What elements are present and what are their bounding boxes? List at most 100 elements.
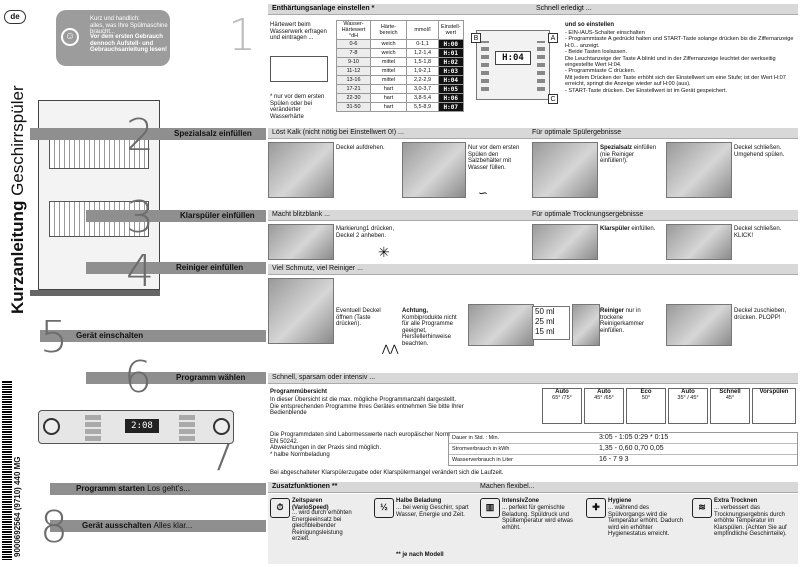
step-number-2: 2 bbox=[126, 110, 154, 161]
cell: hart bbox=[370, 84, 407, 94]
dishwasher-door bbox=[30, 290, 160, 296]
prog-temp: 65° /75° bbox=[552, 395, 572, 401]
cell: 13-16 bbox=[336, 75, 371, 85]
data-row-value: 3:05 - 1:05 0:29 * 0:15 bbox=[599, 434, 669, 441]
step-label-7: Programm starten Los geht's... bbox=[76, 484, 190, 493]
zf-item-text: ... verbessert das Trocknungsergebnis du… bbox=[714, 505, 787, 538]
cell: 11-12 bbox=[336, 66, 371, 76]
th-range: Härte-bereich bbox=[370, 20, 407, 40]
ml-50: 50 ml bbox=[535, 307, 555, 316]
s2-t2: Nur vor dem ersten Spülen den Salzbehält… bbox=[468, 145, 520, 171]
s2-t3-bold: Spezialsalz bbox=[600, 145, 633, 151]
s1-footnote: * nur vor dem ersten Spülen oder bei ver… bbox=[270, 94, 325, 120]
cell: 3,8-5,4 bbox=[406, 93, 439, 103]
smiley-icon: ☺ bbox=[61, 28, 79, 46]
s1-how-title: und so einstellen bbox=[565, 22, 615, 28]
s6-overview: In dieser Übersicht ist die max. möglich… bbox=[270, 397, 464, 417]
setting-diagram: H:04 bbox=[476, 30, 550, 100]
salt-close-photo bbox=[666, 142, 732, 198]
s2-t3-text: einfüllen (nie Reiniger einfüllen!). bbox=[600, 145, 657, 165]
prog-name: Schnell bbox=[719, 389, 741, 395]
start-button[interactable] bbox=[213, 418, 230, 435]
program-vorspuelen[interactable]: Vorspülen bbox=[752, 388, 796, 424]
s4-left-title: Viel Schmutz, viel Reiniger ... bbox=[272, 265, 363, 272]
s4-t3-bold: Reiniger bbox=[600, 308, 625, 314]
s2-bar: Löst Kalk (nicht nötig bei Einstellwert … bbox=[268, 128, 798, 139]
zf-panel bbox=[268, 494, 798, 564]
hygiene-icon: ✚ bbox=[586, 498, 606, 518]
s3-bar: Macht blitzblank ... Für optimale Trockn… bbox=[268, 210, 798, 221]
program-keys-left[interactable] bbox=[85, 415, 101, 441]
cell: hart bbox=[370, 93, 407, 103]
s4-t2: Achtung, Kombiprodukte nicht für alle Pr… bbox=[402, 308, 462, 348]
cell: H:07 bbox=[438, 102, 464, 112]
step-number-5: 5 bbox=[40, 312, 68, 363]
cell: 7-8 bbox=[336, 48, 371, 58]
data-row-duration: Dauer in Std. : Min. 3:05 - 1:05 0:29 * … bbox=[449, 433, 797, 444]
s2-t4: Deckel schließen. Umgehend spülen. bbox=[734, 145, 785, 158]
ml-15: 15 ml bbox=[535, 327, 555, 336]
step-label-7-sub: Los geht's... bbox=[147, 484, 191, 493]
spray-icon: ⋀⋀ bbox=[382, 344, 399, 355]
barcode-text: 9000692564 (9710) 440 MG bbox=[13, 456, 22, 557]
zf-item-text: ... perfekt für gemischte Beladung. Spül… bbox=[502, 505, 574, 531]
band-step5 bbox=[40, 330, 266, 342]
zf-item-title: Halbe Beladung bbox=[396, 498, 442, 504]
cell: H:05 bbox=[438, 84, 464, 94]
th-setting: Einstell-wert bbox=[438, 20, 464, 40]
program-keys-right[interactable] bbox=[179, 415, 195, 441]
half-load-icon: ½ bbox=[374, 498, 394, 518]
s3-t4: Deckel schließen. KLICK! bbox=[734, 226, 782, 239]
s2-t3: Spezialsalz einfüllen (nie Reiniger einf… bbox=[600, 145, 662, 165]
salt-water-photo bbox=[402, 142, 466, 198]
s4-t3: Reiniger nur in trockene Reinigerkammer … bbox=[600, 308, 662, 334]
cell: 0-1,1 bbox=[406, 39, 439, 49]
water-icon: ∽ bbox=[478, 186, 489, 200]
intro-text-bold: Vor dem ersten Gebrauch dennoch Aufstell… bbox=[90, 34, 168, 54]
step-number-6: 6 bbox=[124, 352, 152, 403]
th-mmol: mmol/l bbox=[406, 20, 439, 40]
s4-t2-text: Kombiprodukte nicht für alle Programme g… bbox=[402, 314, 457, 347]
diagram-display: H:04 bbox=[495, 51, 531, 65]
s4-bar: Viel Schmutz, viel Reiniger ... bbox=[268, 264, 798, 275]
step-label-5: Gerät einschalten bbox=[76, 331, 144, 340]
variospeed-icon: ⏱ bbox=[270, 498, 290, 518]
step-label-8-sub: Alles klar... bbox=[153, 521, 193, 530]
power-button[interactable] bbox=[43, 418, 60, 435]
hardness-input-box[interactable] bbox=[270, 56, 328, 82]
data-row-energy: Stromverbrauch in kWh 1,35 - 0,60 0,70 0… bbox=[449, 444, 797, 455]
zf-item-text: ... wird durch erhöhten Energieeinsatz b… bbox=[292, 510, 352, 543]
rinse-open-photo bbox=[268, 224, 334, 260]
s3-t1: Markierung1 drücken, Deckel 2 anheben. bbox=[336, 226, 395, 239]
cell: weich bbox=[370, 48, 407, 58]
side-title-light: Geschirrspüler bbox=[8, 85, 27, 196]
band-step3 bbox=[86, 210, 266, 222]
prog-name: Auto bbox=[681, 389, 695, 395]
barcode bbox=[2, 380, 12, 560]
cell: 31-50 bbox=[336, 102, 371, 112]
zf-right-title: Machen flexibel... bbox=[480, 483, 535, 490]
s1-bar: Enthärtungsanlage einstellen * Schnell e… bbox=[268, 4, 798, 15]
cell: 5,5-8,9 bbox=[406, 102, 439, 112]
data-row-value: 1,35 - 0,60 0,70 0,05 bbox=[599, 445, 664, 452]
cell: mittel bbox=[370, 57, 407, 67]
prog-name: Auto bbox=[597, 389, 611, 395]
prog-name: Auto bbox=[555, 389, 569, 395]
detergent-close-photo bbox=[666, 304, 732, 346]
s6-norm: Die Programmdaten sind Labormesswerte na… bbox=[270, 432, 450, 458]
band-step4 bbox=[86, 262, 266, 274]
cell: 3,0-3,7 bbox=[406, 84, 439, 94]
s1-intro: Härtewert beim Wasserwerk erfragen und e… bbox=[270, 22, 327, 42]
prog-name: Eco bbox=[640, 389, 652, 395]
cell: 1,2-1,4 bbox=[406, 48, 439, 58]
cell: mittel bbox=[370, 66, 407, 76]
panel-display: 2:08 bbox=[125, 419, 159, 433]
band-step2 bbox=[30, 128, 266, 140]
s1-right-title: Schnell erledigt ... bbox=[536, 5, 592, 12]
prog-temp: 35° / 45° bbox=[677, 395, 699, 401]
